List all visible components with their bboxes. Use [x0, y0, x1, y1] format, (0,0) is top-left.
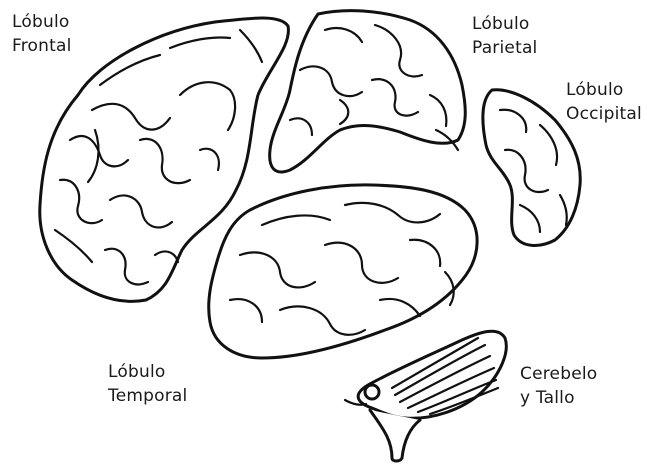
label-occipital-lobe: Lóbulo Occipital — [566, 78, 642, 126]
label-temporal-line2: Temporal — [108, 384, 187, 408]
label-frontal-lobe: Lóbulo Frontal — [12, 10, 72, 58]
label-parietal-line2: Parietal — [472, 36, 537, 60]
parietal-lobe — [270, 11, 466, 172]
label-cerebelo-line2: y Tallo — [520, 386, 597, 410]
label-frontal-line1: Lóbulo — [12, 10, 72, 34]
label-temporal-line1: Lóbulo — [108, 360, 187, 384]
label-occipital-line2: Occipital — [566, 102, 642, 126]
cerebellum-brainstem — [345, 331, 506, 461]
label-parietal-line1: Lóbulo — [472, 12, 537, 36]
label-occipital-line1: Lóbulo — [566, 78, 642, 102]
label-frontal-line2: Frontal — [12, 34, 72, 58]
label-cerebelo-line1: Cerebelo — [520, 362, 597, 386]
temporal-lobe — [209, 185, 477, 358]
label-parietal-lobe: Lóbulo Parietal — [472, 12, 537, 60]
label-temporal-lobe: Lóbulo Temporal — [108, 360, 187, 408]
label-cerebellum-brainstem: Cerebelo y Tallo — [520, 362, 597, 410]
